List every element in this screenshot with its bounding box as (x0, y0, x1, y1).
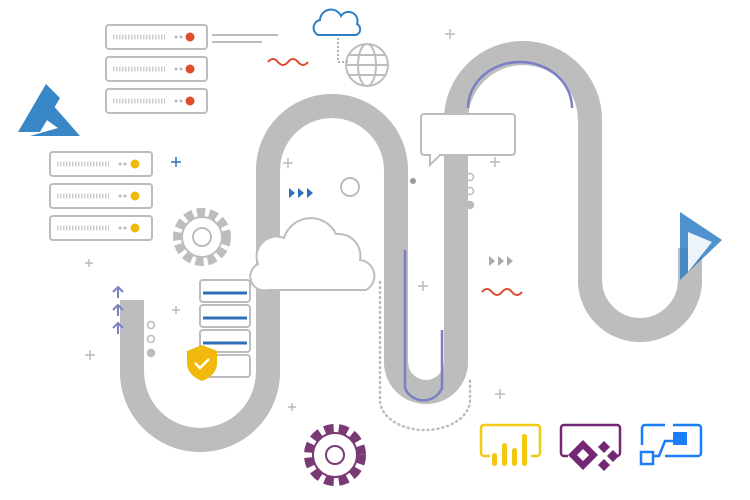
ring (340, 177, 360, 197)
cloud-icon (312, 8, 362, 36)
signal-wave-icon-2 (481, 288, 523, 296)
gear-icon (173, 208, 231, 266)
power-apps-logo (559, 423, 622, 471)
speech-bubble-icon (420, 113, 516, 168)
globe-icon (345, 43, 389, 87)
forward-arrows-icon (289, 188, 313, 198)
server-rack-left (49, 151, 153, 241)
accent-line (403, 250, 444, 402)
server-rack-top (105, 24, 208, 114)
forward-arrows-gray-icon (489, 256, 513, 266)
pipeline-track (120, 53, 702, 452)
dotted-link (337, 38, 348, 63)
cloud-icon-large (249, 217, 376, 292)
upload-arrows-icon (112, 285, 124, 334)
status-dots (146, 172, 475, 358)
dynamics-logo (680, 212, 722, 280)
database-icon (199, 279, 251, 378)
azure-logo (18, 84, 80, 136)
power-automate-logo (639, 423, 703, 466)
power-bi-logo (479, 423, 542, 466)
dot (410, 178, 416, 184)
plus-marks (85, 29, 505, 411)
connection-lines (212, 34, 278, 43)
dotted-path (378, 280, 472, 432)
accent-arc (466, 60, 574, 109)
signal-wave-icon (267, 58, 309, 66)
gear-icon-purple (304, 424, 366, 486)
shield-check-icon (187, 345, 217, 381)
